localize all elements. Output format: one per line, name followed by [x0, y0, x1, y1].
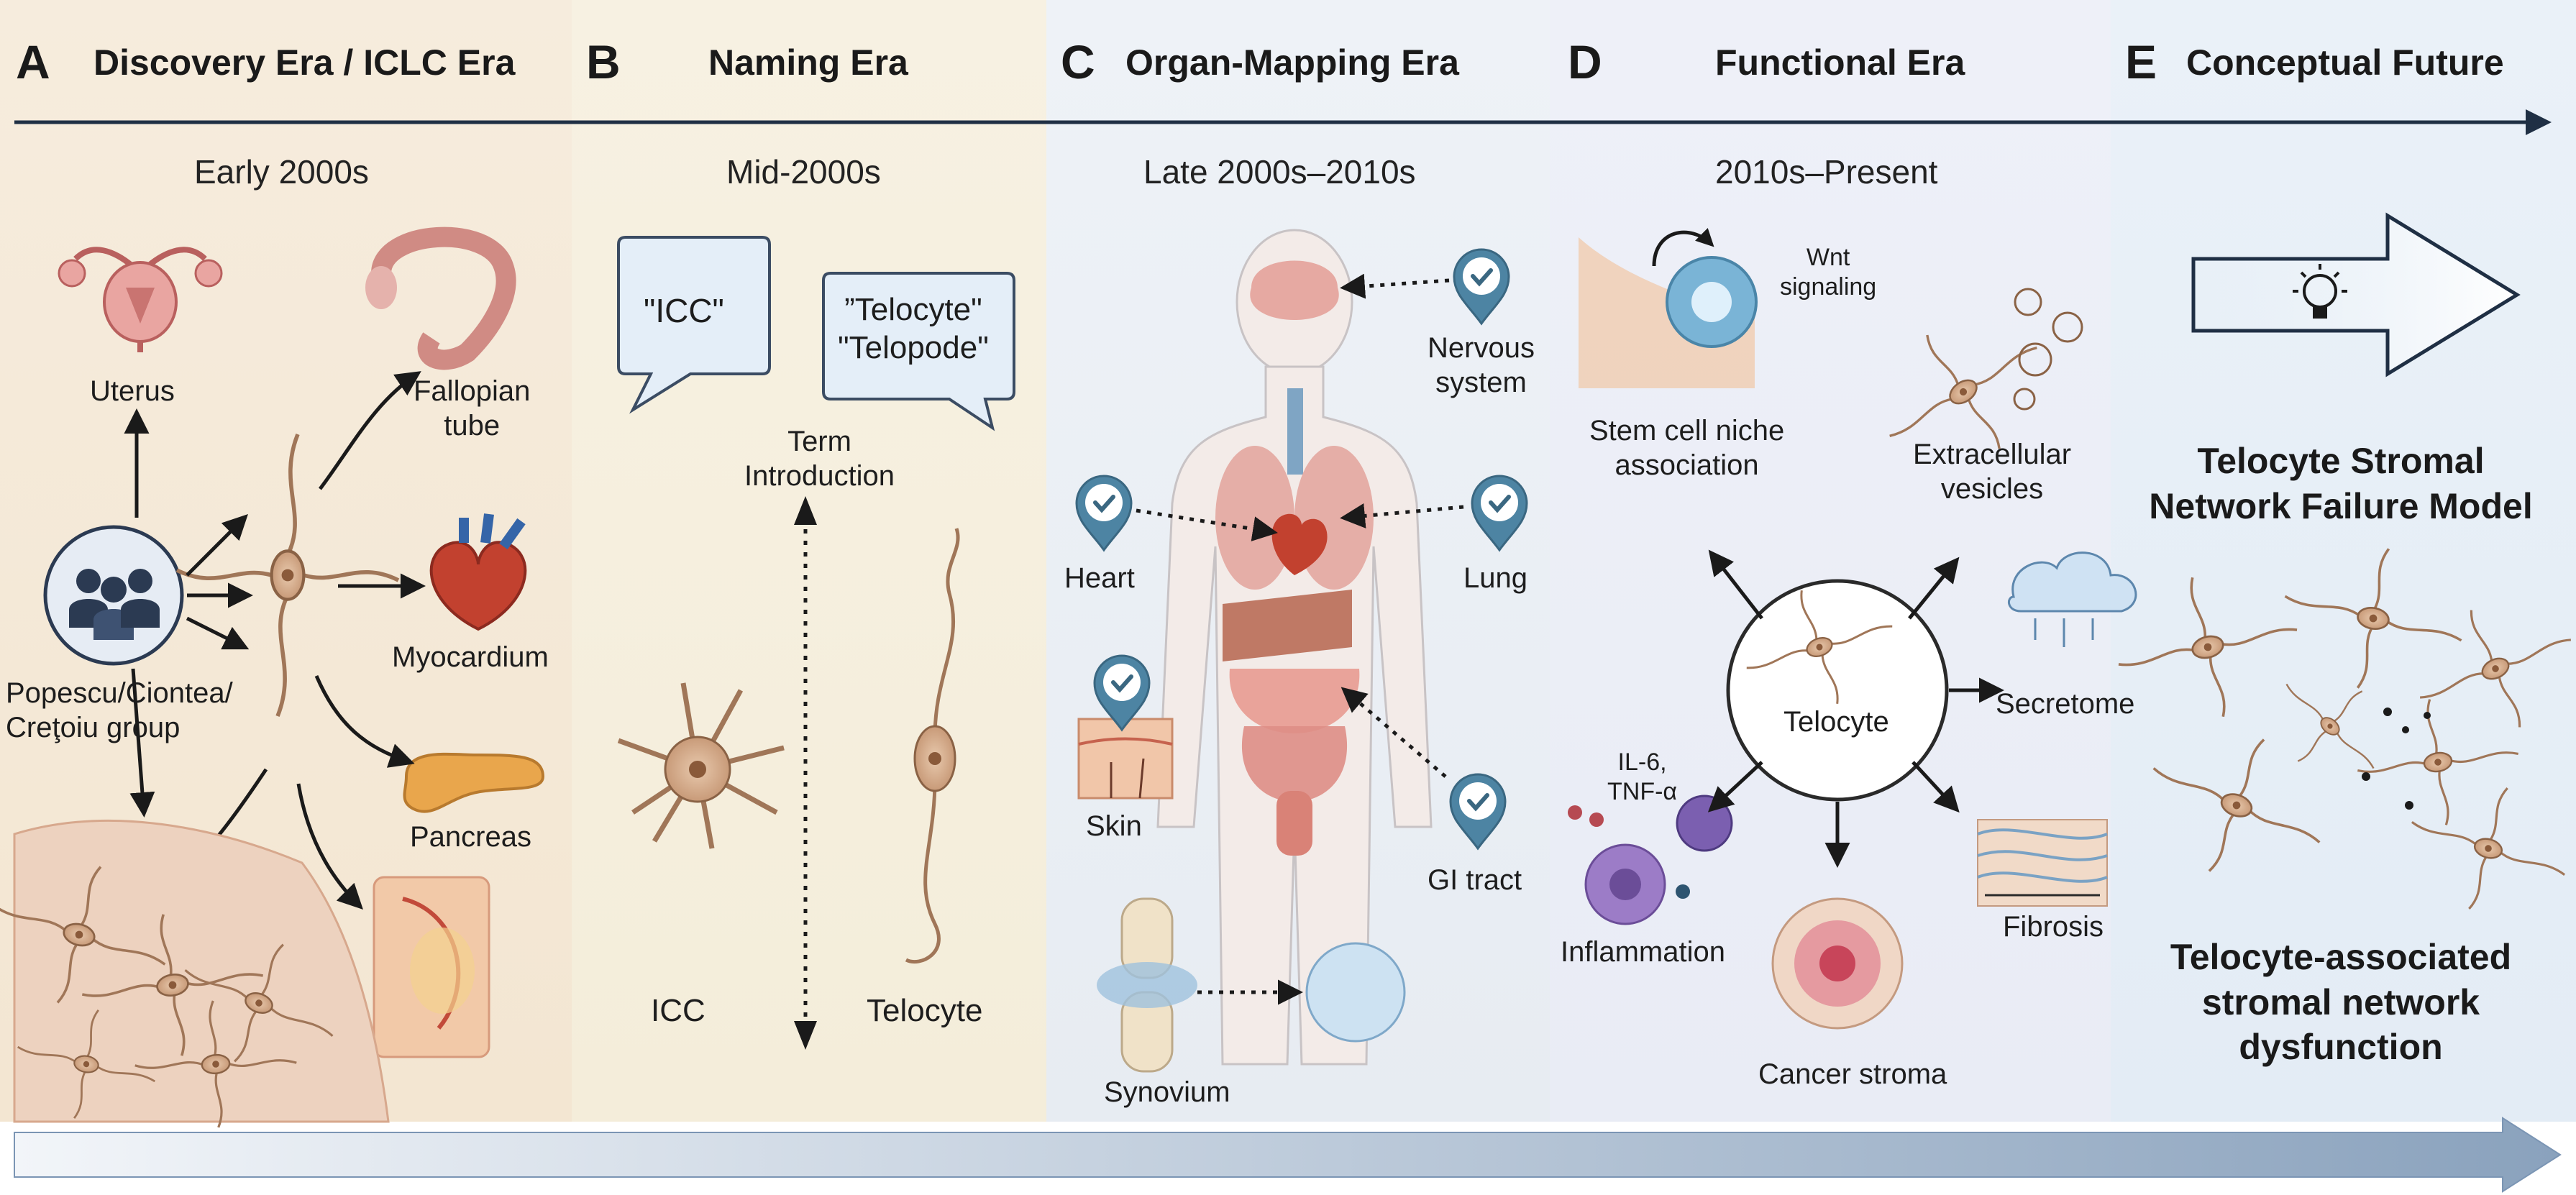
telocyte-cell: [905, 528, 960, 964]
panel-a-title: Discovery Era / ICLC Era: [93, 42, 516, 83]
pin-nervous: [1454, 249, 1509, 324]
panel-c-title: Organ-Mapping Era: [1125, 42, 1459, 83]
uterus-icon: [58, 247, 223, 352]
panel-d-era: 2010s–Present: [1715, 153, 1938, 191]
panel-c-arrows: [1136, 273, 1464, 1005]
panel-b-title: Naming Era: [708, 42, 908, 83]
panel-a-era: Early 2000s: [194, 153, 369, 191]
label-network-dysfunction: Telocyte-associated stromal network dysf…: [2170, 937, 2512, 1067]
label-telocyte: Telocyte: [867, 993, 983, 1028]
label-wnt-signaling: Wnt signaling: [1780, 244, 1877, 301]
brain-icon: [1250, 260, 1339, 320]
label-research-group: Popescu/Ciontea/ Creţoiu group: [6, 677, 233, 743]
bubble-telocyte-text: ”Telocyte" "Telopode": [838, 292, 989, 365]
panel-e-title: Conceptual Future: [2186, 42, 2504, 83]
pin-heart: [1077, 476, 1131, 550]
intestines-icon: [1229, 669, 1360, 733]
term-introduction-arrow: [794, 496, 817, 1050]
cancer-stroma-icon: [1771, 897, 1904, 1030]
skin-icon: [1077, 718, 1174, 800]
panel-a-letter: A: [16, 35, 50, 88]
fibrosis-icon: [1977, 819, 2108, 907]
knee-joint-icon: [1097, 897, 1197, 1073]
speech-bubble-icc: [617, 236, 771, 414]
label-term-introduction: Term Introduction: [744, 426, 895, 492]
bottom-timeline-arrow: [14, 1117, 2562, 1193]
trachea-icon: [1287, 388, 1303, 475]
label-myocardium: Myocardium: [392, 641, 549, 673]
panel-d-title: Functional Era: [1715, 42, 1965, 83]
label-synovium: Synovium: [1104, 1076, 1230, 1108]
heart-organ-icon: [1271, 513, 1328, 575]
breast-tissue-icon: [373, 876, 490, 1058]
label-icc: ICC: [651, 993, 705, 1028]
extracellular-vesicles-icon: [2013, 288, 2083, 411]
secretome-cloud-icon: [2007, 551, 2137, 647]
label-inflammation: Inflammation: [1561, 936, 1725, 968]
label-nervous-system: Nervous system: [1428, 332, 1535, 398]
label-cancer-stroma: Cancer stroma: [1758, 1058, 1947, 1090]
panel-e-letter: E: [2125, 35, 2157, 88]
future-big-arrow: [2191, 212, 2521, 377]
pancreas-icon: [403, 752, 545, 813]
label-extracellular-vesicles: Extracellular vesicles: [1913, 439, 2072, 505]
label-uterus: Uterus: [90, 375, 175, 407]
label-secretome: Secretome: [1996, 688, 2135, 720]
label-stem-cell-niche: Stem cell niche association: [1589, 415, 1785, 481]
liver-icon: [1223, 590, 1352, 661]
bubble-icc-text: "ICC": [644, 292, 724, 329]
panel-b-era: Mid-2000s: [726, 153, 881, 191]
label-fibrosis: Fibrosis: [2003, 911, 2104, 943]
panel-d-letter: D: [1568, 35, 1602, 88]
label-skin: Skin: [1086, 810, 1142, 842]
panel-b: [572, 0, 1049, 1122]
label-fallopian-tube: Fallopian tube: [414, 375, 531, 441]
heart-icon: [429, 513, 527, 631]
telocyte-network: [2100, 531, 2576, 932]
label-telocyte-hub: Telocyte: [1783, 706, 1889, 738]
label-lung: Lung: [1463, 562, 1527, 594]
panel-b-letter: B: [586, 35, 621, 88]
label-pancreas: Pancreas: [410, 821, 531, 853]
panel-c-era: Late 2000s–2010s: [1143, 153, 1416, 191]
tissue-strip: [13, 819, 390, 1123]
label-gi-tract: GI tract: [1428, 864, 1522, 896]
label-heart: Heart: [1064, 562, 1135, 594]
inflammation-cells-icon: [1568, 795, 1733, 925]
panel-e: [2111, 0, 2576, 1122]
pin-gi: [1451, 774, 1505, 848]
lightbulb-icon: [2293, 264, 2347, 319]
speech-bubble-telocyte: [822, 272, 1015, 431]
panel-c-letter: C: [1061, 35, 1095, 88]
label-failure-model: Telocyte Stromal Network Failure Model: [2149, 441, 2533, 526]
fallopian-tube-icon: [365, 226, 516, 370]
pin-lung: [1472, 476, 1527, 550]
icc-cell: [617, 682, 785, 849]
magnified-synovium-circle: [1305, 942, 1406, 1043]
researchers-group-icon: [43, 525, 184, 666]
panel-d-arrows: [1707, 549, 2004, 868]
label-il6-tnf: IL-6, TNF-α: [1607, 748, 1678, 805]
stem-cell-niche-icon: [1579, 228, 1758, 388]
